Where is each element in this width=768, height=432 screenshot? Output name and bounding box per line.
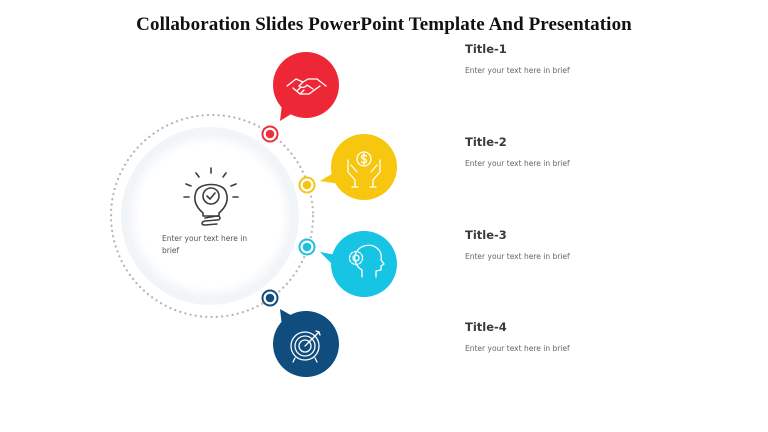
item-3-title: Title-3	[465, 228, 507, 242]
hands-coin-dollar-icon	[347, 151, 381, 188]
handshake-icon	[286, 78, 327, 95]
item-4-description: Enter your text here in brief	[465, 344, 570, 353]
slide-title: Collaboration Slides PowerPoint Template…	[136, 14, 632, 35]
bubble-4	[273, 309, 339, 377]
lightbulb-check-icon	[183, 167, 239, 226]
bubble-2	[320, 134, 397, 200]
item-2-description: Enter your text here in brief	[465, 159, 570, 168]
bubble-1	[273, 52, 339, 121]
marker-3-icon	[298, 238, 316, 256]
item-4-title: Title-4	[465, 320, 507, 334]
target-arrow-icon	[290, 330, 321, 363]
center-text: Enter your text here in brief	[162, 234, 248, 255]
item-3: Title-3 Enter your text here in brief	[465, 228, 725, 261]
item-1-description: Enter your text here in brief	[465, 66, 570, 75]
dotted-ring	[109, 113, 315, 319]
marker-1-icon	[261, 125, 279, 143]
item-1: Title-1 Enter your text here in brief	[465, 42, 725, 75]
marker-2-icon	[298, 176, 316, 194]
item-2-title: Title-2	[465, 135, 507, 149]
item-4: Title-4 Enter your text here in brief	[465, 320, 725, 353]
item-3-description: Enter your text here in brief	[465, 252, 570, 261]
item-1-title: Title-1	[465, 42, 507, 56]
head-gear-icon	[348, 244, 385, 278]
item-2: Title-2 Enter your text here in brief	[465, 135, 725, 168]
marker-4-icon	[261, 289, 279, 307]
bubble-3	[320, 231, 397, 297]
